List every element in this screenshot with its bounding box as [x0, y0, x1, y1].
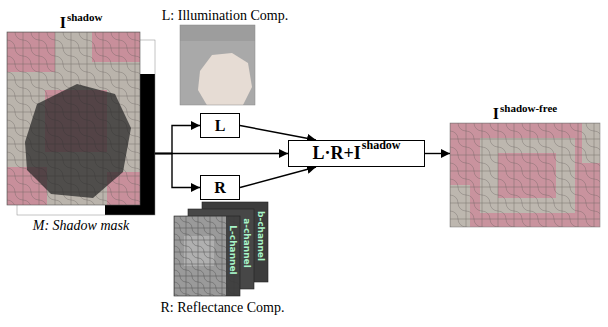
arrow-connector	[155, 154, 200, 188]
channel-label: L-channel	[227, 225, 239, 274]
node-label: L: Illumination Comp.	[162, 7, 288, 25]
image-area	[7, 32, 155, 215]
image-area	[450, 123, 600, 227]
shadow-photo-part-part	[25, 84, 131, 198]
reflectance-l-layer-part-part	[174, 216, 240, 296]
output-image: Ishadow-free	[450, 95, 600, 227]
channel-label: b-channel	[255, 211, 267, 261]
reflectance-image: R: Reflectance Comp. b-channela-channelL-…	[150, 198, 295, 320]
shadow-free-photo-part	[450, 123, 600, 227]
formula-box: L·R+Ishadow	[288, 140, 425, 167]
illumination-image-part-part	[198, 53, 252, 105]
shadow-photo-part	[7, 32, 140, 205]
shadow-free-photo-part-part	[450, 123, 600, 227]
text-row: L·R+Ishadow	[313, 143, 401, 164]
image-area	[150, 198, 295, 296]
superscript-label: shadow	[67, 11, 102, 23]
text-row: Ishadow-free	[450, 95, 600, 123]
arrow-connector	[240, 167, 316, 188]
arrow-connector	[240, 126, 316, 141]
illumination-image	[180, 25, 255, 107]
shadow-mask-part	[17, 205, 105, 215]
shadow-photo	[7, 32, 140, 205]
process-box: L	[200, 113, 240, 138]
node-label: I	[493, 105, 499, 123]
reflectance-l-layer-part-part	[174, 216, 240, 296]
text-row: Ishadow	[7, 4, 155, 32]
text-row: R	[214, 178, 226, 197]
reflectance-l-layer-part	[174, 216, 240, 296]
shadow-free-photo-part-part	[450, 123, 600, 227]
reflectance-l-layer	[174, 216, 240, 296]
text-row: M: Shadow mask	[7, 215, 155, 235]
shadow-photo-part-part	[7, 32, 140, 205]
arrow-connector	[425, 153, 450, 154]
node-label: M: Shadow mask	[33, 217, 129, 235]
process-box: R	[200, 175, 240, 200]
node-label: L·R+I	[313, 143, 361, 164]
node-label: L	[215, 116, 226, 135]
shadow-photo-part-part	[7, 32, 140, 205]
illumination-image: L: Illumination Comp.	[160, 0, 290, 105]
reflectance-l-layer-part	[174, 216, 240, 296]
illumination-image-part-part	[180, 25, 255, 41]
text-row: L: Illumination Comp.	[160, 0, 290, 25]
arrow-connector	[155, 153, 288, 154]
node-label: R	[214, 178, 226, 197]
node-label: R: Reflectance Comp.	[160, 299, 284, 317]
shadow-free-photo	[450, 123, 600, 227]
text-row: R: Reflectance Comp.	[150, 296, 295, 320]
reflectance-l-layer-part-part	[226, 216, 240, 296]
arrow-connector	[155, 126, 200, 154]
channel-label: a-channel	[241, 218, 253, 268]
input-image: Ishadow M: Shadow mask	[7, 4, 155, 235]
image-area	[160, 25, 290, 105]
node-label: I	[60, 14, 66, 32]
shadow-mask-part	[140, 40, 155, 74]
channel-label-holder: a-channel	[240, 213, 254, 273]
illumination-image-part	[180, 25, 255, 105]
shadow-free-photo-part	[450, 123, 600, 227]
superscript-label: shadow	[362, 138, 401, 153]
channel-label-holder: b-channel	[254, 206, 268, 266]
shadow-photo-part	[7, 32, 140, 205]
illumination-image-part	[180, 25, 255, 105]
text-row: L	[215, 116, 226, 135]
channel-label-holder: L-channel	[226, 220, 240, 280]
superscript-label: shadow-free	[500, 102, 557, 114]
